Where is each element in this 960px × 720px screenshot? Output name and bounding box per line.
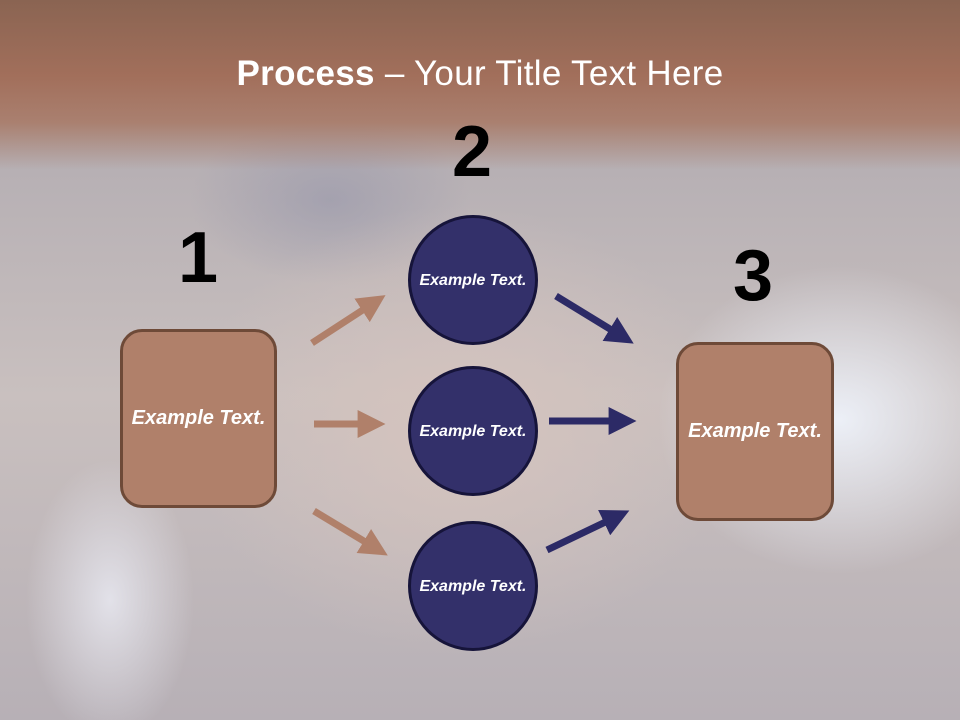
step-number-3: 3 — [732, 236, 774, 316]
right-box: Example Text. — [676, 342, 834, 521]
step-number-2: 2 — [451, 112, 493, 192]
title-rest: – Your Title Text Here — [374, 54, 724, 93]
circle-3: Example Text. — [408, 521, 538, 651]
arrow-circle-3-to-box — [545, 510, 630, 554]
circle-2-text: Example Text. — [419, 422, 527, 440]
slide-title: Process – Your Title Text Here — [0, 52, 960, 96]
step-number-1: 1 — [177, 218, 219, 298]
left-box-text: Example Text. — [131, 407, 266, 429]
arrow-box-to-circle-1 — [310, 295, 386, 346]
circle-1: Example Text. — [408, 215, 538, 345]
circle-3-text: Example Text. — [419, 577, 527, 595]
left-box: Example Text. — [120, 329, 277, 508]
circle-1-text: Example Text. — [419, 271, 527, 289]
title-bold: Process — [236, 54, 375, 93]
right-box-text: Example Text. — [688, 420, 822, 442]
title-band — [0, 0, 960, 170]
arrow-circle-1-to-box — [554, 293, 634, 344]
arrow-box-to-circle-3 — [312, 508, 388, 556]
circle-2: Example Text. — [408, 366, 538, 496]
